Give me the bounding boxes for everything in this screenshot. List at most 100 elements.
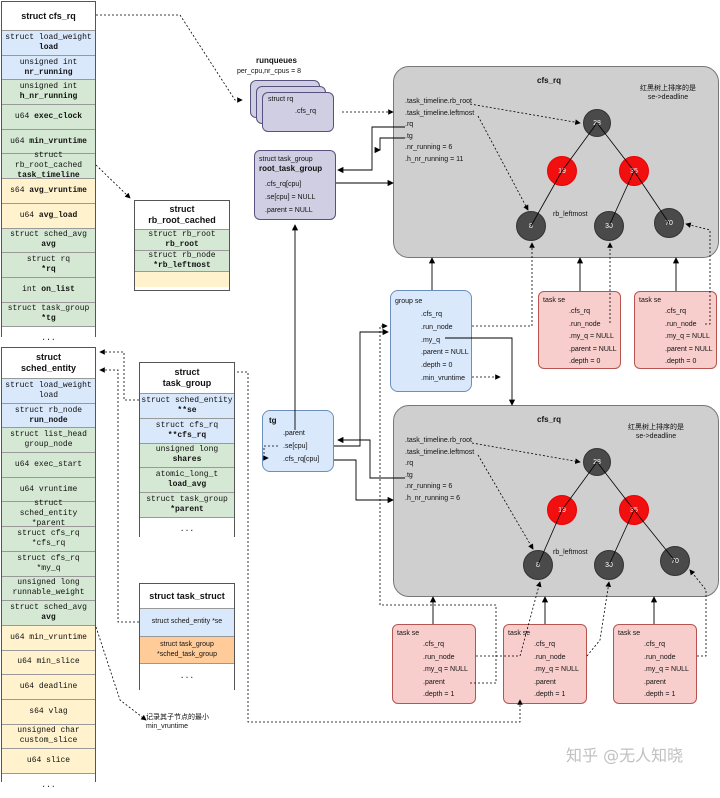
field-type: struct list_head: [10, 430, 87, 440]
task-se-bottom-3: task se.cfs_rq.run_node.my_q = NULL.pare…: [613, 624, 697, 704]
struct-field: u64 min_vruntime: [2, 128, 95, 154]
field-name: *rb_leftmost: [153, 261, 211, 270]
field-label: .h_nr_running = 6: [405, 494, 461, 502]
field-name: avg: [41, 240, 56, 250]
field-type: atomic_long_t: [155, 470, 219, 480]
field-type: u64 exec_start: [14, 459, 83, 469]
min-vruntime-note: 记录其子节点的最小 min_vruntime: [146, 714, 209, 730]
field-type: struct cfs_rq: [17, 553, 80, 563]
struct-title: struct cfs_rq: [2, 2, 95, 30]
root-task-group-box: struct task_group root_task_group .cfs_r…: [254, 150, 336, 220]
task-se-field: .my_q = NULL: [534, 666, 579, 673]
task-se-top-1: task se.cfs_rq.run_node.my_q = NULL.pare…: [538, 291, 621, 369]
task-se-title: task se: [397, 630, 420, 637]
task-se-field: .run_node: [534, 653, 566, 661]
struct-field: u64 deadline: [2, 674, 95, 699]
field-type: unsigned long: [155, 445, 219, 455]
field-type: struct sched_entity: [141, 395, 233, 405]
task-se-field: .cfs_rq: [569, 308, 591, 315]
field-label: .task_timeline.leftmost: [405, 109, 475, 117]
field-name: **se: [177, 405, 197, 415]
field-type: struct rb_root: [148, 230, 216, 239]
field-label: .min_vruntime: [421, 375, 465, 382]
field-name: *cfs_rq: [31, 538, 66, 548]
bottom-cfs-rq-fields: .task_timeline.rb_root.task_timeline.lef…: [405, 437, 505, 517]
struct-field: struct task_group*parent: [140, 492, 234, 517]
struct-field: u64 min_slice: [2, 649, 95, 675]
struct-title: struct rb_root_cached: [135, 201, 229, 229]
field-name: *rq: [41, 265, 56, 275]
field-type: struct cfs_rq: [155, 420, 219, 430]
struct-field: u64 exec_clock: [2, 104, 95, 129]
top-cfs-rq-note: 红黑树上排序的是 se->deadline: [640, 85, 696, 101]
task-se-field: .cfs_rq: [665, 308, 687, 315]
task-se-field: .depth = 1: [644, 691, 676, 698]
field-type: unsigned int: [19, 82, 78, 92]
task-se-field: .parent: [644, 678, 666, 686]
field-type: unsigned char: [17, 726, 80, 736]
field-name: avg_vruntime: [29, 185, 87, 195]
bottom-rb-leftmost-label: rb_leftmost: [553, 549, 588, 556]
struct-field: int on_list: [2, 276, 95, 302]
field-name: *my_q: [36, 563, 61, 573]
field-label: .rq: [405, 460, 414, 467]
struct-field: u64 slice: [2, 748, 95, 773]
tg-cfs-rq: .cfs_rq[cpu]: [283, 456, 320, 463]
struct-task-group-table: struct task_group struct sched_entity**se…: [139, 362, 235, 542]
struct-field: struct sched_entity**se: [140, 393, 234, 418]
watermark: 知乎 @无人知晓: [566, 746, 684, 765]
field-type: u64: [19, 210, 39, 220]
field-name: rb_root: [165, 240, 199, 249]
root-tg-se: .se[cpu] = NULL: [265, 194, 316, 201]
field-name: *sched_task_group: [157, 650, 217, 658]
field-label: .rq: [405, 121, 414, 128]
field-type: s64 vlag: [29, 706, 68, 716]
struct-field: struct cfs_rq*my_q: [2, 550, 95, 576]
field-label: .task_timeline.rb_root: [405, 437, 472, 444]
task-se-title: task se: [508, 630, 531, 637]
field-type: u64 min_vruntime: [10, 632, 87, 642]
root-tg-parent: .parent = NULL: [265, 207, 313, 214]
rq-cfs-rq-field: .cfs_rq: [295, 108, 317, 115]
field-name: on_list: [41, 284, 75, 294]
struct-field: ...: [2, 326, 95, 351]
struct-field: struct sched_entity*parent: [2, 499, 95, 529]
root-task-group-type: struct task_group: [259, 156, 313, 163]
field-name: shares: [172, 455, 202, 465]
root-tg-cfs-rq: .cfs_rq[cpu]: [265, 181, 302, 188]
field-name: *parent: [31, 519, 66, 529]
task-se-field: .run_node: [569, 320, 601, 328]
field-type: struct rb_node: [148, 251, 216, 260]
field-label: .my_q: [421, 336, 441, 344]
struct-field: struct rb_node*rb_leftmost: [135, 250, 229, 271]
struct-field: [135, 271, 229, 287]
task-se-field: .my_q = NULL: [569, 333, 614, 340]
field-label: .tg: [405, 471, 413, 479]
group-se-title: group se: [395, 298, 423, 305]
field-type: struct task_group: [146, 495, 228, 505]
task-se-bottom-2: task se.cfs_rq.run_node.my_q = NULL.pare…: [503, 624, 587, 704]
field-name: *tg: [41, 314, 56, 324]
top-cfs-rq-fields: .task_timeline.rb_root.task_timeline.lef…: [405, 98, 505, 178]
struct-field: unsigned long shares: [140, 442, 234, 468]
field-label: .run_node: [421, 323, 453, 331]
top-node-35: 35: [619, 156, 649, 186]
field-name: task_timeline: [17, 171, 80, 181]
rq-box: struct rq .cfs_rq: [262, 92, 334, 132]
task-se-field: .cfs_rq: [534, 641, 556, 648]
field-type: struct sched_entity: [19, 499, 78, 519]
tg-parent: .parent: [283, 430, 305, 437]
struct-field: ...: [140, 663, 234, 691]
struct-field: s64 avg_vruntime: [2, 178, 95, 203]
